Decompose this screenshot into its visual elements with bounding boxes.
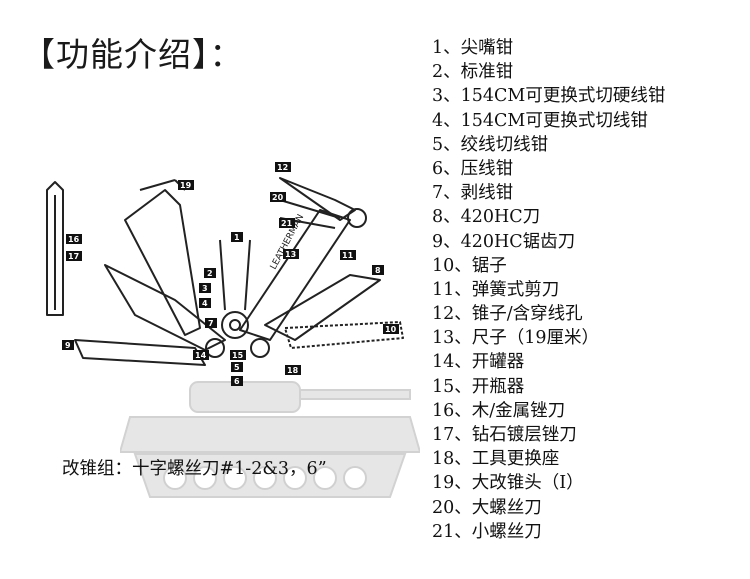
svg-text:17: 17 — [68, 252, 79, 261]
file-tool — [46, 181, 64, 316]
list-item: 3、154CM可更换式切硬线钳 — [432, 86, 666, 107]
svg-text:6: 6 — [234, 377, 240, 386]
knife-blade — [264, 274, 381, 341]
list-item: 1、尖嘴钳 — [432, 38, 514, 58]
callout-11: 11 — [340, 250, 356, 260]
list-item: 2、标准钳 — [432, 62, 514, 83]
pivot-right — [250, 338, 270, 358]
callout-16: 16 — [66, 234, 82, 244]
callout-12: 12 — [275, 162, 291, 172]
screwdriver-set-note: 改锥组：十字螺丝刀#1-2&3，6” — [62, 459, 327, 479]
svg-text:10: 10 — [385, 325, 397, 334]
callout-4: 4 — [199, 298, 211, 308]
callout-14: 14 — [193, 350, 209, 360]
svg-text:11: 11 — [342, 251, 354, 260]
svg-text:4: 4 — [202, 299, 208, 308]
list-item: 10、锯子 — [432, 255, 507, 276]
svg-text:2: 2 — [207, 269, 213, 278]
callout-19: 19 — [178, 180, 194, 190]
list-item: 5、绞线切线钳 — [432, 134, 549, 155]
list-item: 18、工具更换座 — [432, 449, 560, 470]
svg-text:18: 18 — [287, 366, 299, 375]
serrated-knife — [74, 339, 206, 366]
list-item: 20、大螺丝刀 — [432, 497, 542, 518]
left-handle — [104, 264, 226, 351]
saw-blade — [284, 321, 404, 349]
svg-text:1: 1 — [234, 233, 240, 242]
callout-17: 17 — [66, 251, 82, 261]
svg-text:20: 20 — [272, 193, 284, 202]
callout-10: 10 — [383, 324, 399, 334]
svg-text:21: 21 — [281, 219, 293, 228]
list-item: 16、木/金属锉刀 — [432, 400, 566, 421]
list-item: 6、压线钳 — [432, 158, 514, 179]
tank-watermark — [120, 381, 420, 498]
callout-5: 5 — [231, 362, 243, 372]
callout-3: 3 — [199, 283, 211, 293]
svg-text:9: 9 — [65, 341, 71, 350]
callout-6: 6 — [231, 376, 243, 386]
callout-8: 8 — [372, 265, 384, 275]
callout-2: 2 — [204, 268, 216, 278]
bit-holder — [124, 189, 201, 336]
list-item: 15、开瓶器 — [432, 376, 525, 397]
callout-1: 1 — [231, 232, 243, 242]
feature-list: 1、尖嘴钳 2、标准钳 3、154CM可更换式切硬线钳 4、154CM可更换式切… — [432, 36, 665, 544]
svg-text:16: 16 — [68, 235, 80, 244]
callout-7: 7 — [205, 318, 217, 328]
list-item: 19、大改锥头（I） — [432, 473, 584, 494]
callout-13: 13 — [283, 249, 299, 259]
page-title: 【功能介绍】： — [22, 35, 244, 74]
svg-text:8: 8 — [375, 266, 381, 275]
callout-20: 20 — [270, 192, 286, 202]
svg-text:7: 7 — [208, 319, 214, 328]
callout-21: 21 — [279, 218, 295, 228]
list-item: 11、弹簧式剪刀 — [432, 279, 560, 300]
list-item: 12、锥子/含穿线孔 — [432, 304, 583, 325]
list-item: 9、420HC锯齿刀 — [432, 231, 576, 252]
list-item: 21、小螺丝刀 — [432, 521, 542, 542]
svg-text:13: 13 — [285, 250, 296, 259]
svg-text:12: 12 — [277, 163, 288, 172]
callout-15: 15 — [230, 350, 246, 360]
svg-text:14: 14 — [195, 351, 207, 360]
driver-large — [279, 199, 341, 219]
svg-text:19: 19 — [180, 181, 192, 190]
pliers — [219, 239, 251, 311]
svg-text:15: 15 — [232, 351, 244, 360]
svg-text:5: 5 — [234, 363, 240, 372]
list-item: 13、尺子（19厘米） — [432, 328, 600, 349]
pivot-left — [205, 338, 225, 358]
multitool-diagram: LEATHERMAN 1 2 3 4 5 6 7 8 9 10 11 12 13… — [46, 162, 404, 386]
callout-18: 18 — [285, 365, 301, 375]
pivot-center — [221, 311, 249, 339]
list-item: 14、开罐器 — [432, 352, 525, 373]
svg-text:3: 3 — [202, 284, 208, 293]
list-item: 4、154CM可更换式切线钳 — [432, 110, 648, 131]
list-item: 17、钻石镀层锉刀 — [432, 425, 577, 445]
callout-9: 9 — [62, 340, 74, 350]
list-item: 8、420HC刀 — [432, 207, 541, 228]
list-item: 7、剥线钳 — [432, 183, 514, 204]
